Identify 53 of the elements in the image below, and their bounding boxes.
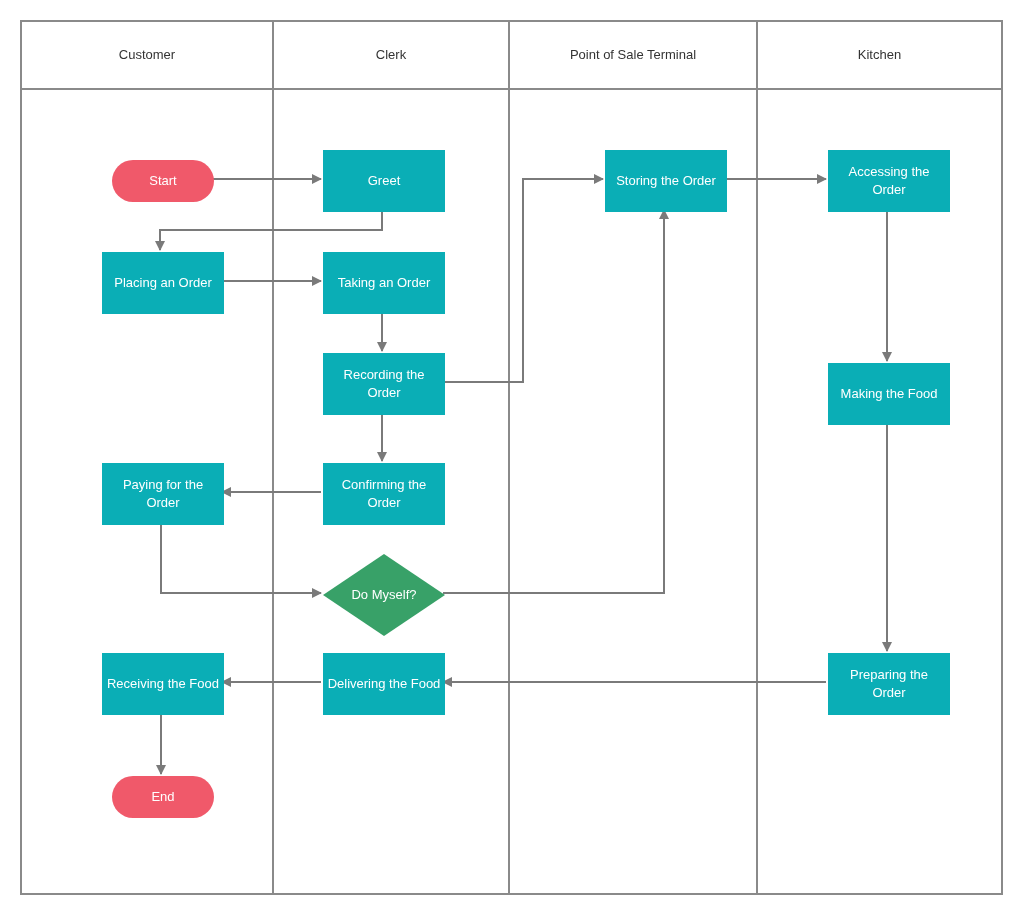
decision-diamond	[323, 554, 445, 636]
arrow	[442, 677, 827, 687]
process-box	[323, 653, 445, 715]
process-box	[605, 150, 727, 212]
process-box	[102, 653, 224, 715]
process-box	[828, 363, 950, 425]
node-label: Greet	[366, 172, 402, 190]
swimlane	[20, 20, 272, 895]
node-label: End	[150, 788, 176, 806]
arrow	[377, 412, 387, 462]
node-label: Confirming the Order	[340, 476, 428, 512]
arrow	[882, 209, 892, 362]
lane-header: Customer	[22, 22, 272, 90]
terminal-pill	[112, 776, 214, 818]
node-label: Delivering the Food	[326, 675, 442, 693]
arrow	[221, 276, 322, 286]
process-box	[323, 463, 445, 525]
arrow	[155, 209, 383, 251]
lane-header: Kitchen	[758, 22, 1001, 90]
process-box	[102, 252, 224, 314]
arrow	[882, 422, 892, 652]
process-box	[323, 150, 445, 212]
arrow	[160, 522, 322, 598]
arrow	[221, 677, 322, 687]
terminal-pill	[112, 160, 214, 202]
node-label: Taking an Order	[336, 274, 432, 292]
node-label: Making the Food	[839, 385, 939, 403]
process-box	[828, 653, 950, 715]
node-label: Receiving the Food	[106, 675, 220, 693]
node-label: Preparing the Order	[848, 666, 930, 702]
swimlane	[756, 20, 1003, 895]
arrow	[156, 712, 166, 775]
process-box	[828, 150, 950, 212]
arrow	[377, 311, 387, 352]
swimlane	[508, 20, 756, 895]
arrow	[724, 174, 827, 184]
process-box	[323, 252, 445, 314]
node-label: Storing the Order	[615, 172, 717, 190]
node-label: Recording the Order	[342, 366, 426, 402]
node-label: Placing an Order	[113, 274, 213, 292]
process-box	[102, 463, 224, 525]
arrow	[442, 209, 669, 594]
node-label: Do Myself?	[350, 586, 418, 604]
arrow	[211, 174, 322, 184]
swimlane	[272, 20, 508, 895]
arrow	[221, 487, 322, 497]
node-label: Accessing the Order	[847, 163, 931, 199]
lane-header: Point of Sale Terminal	[510, 22, 756, 90]
process-box	[323, 353, 445, 415]
arrow	[442, 174, 604, 383]
node-label: Paying for the Order	[121, 476, 205, 512]
lane-header: Clerk	[274, 22, 508, 90]
node-label: Start	[148, 172, 178, 190]
